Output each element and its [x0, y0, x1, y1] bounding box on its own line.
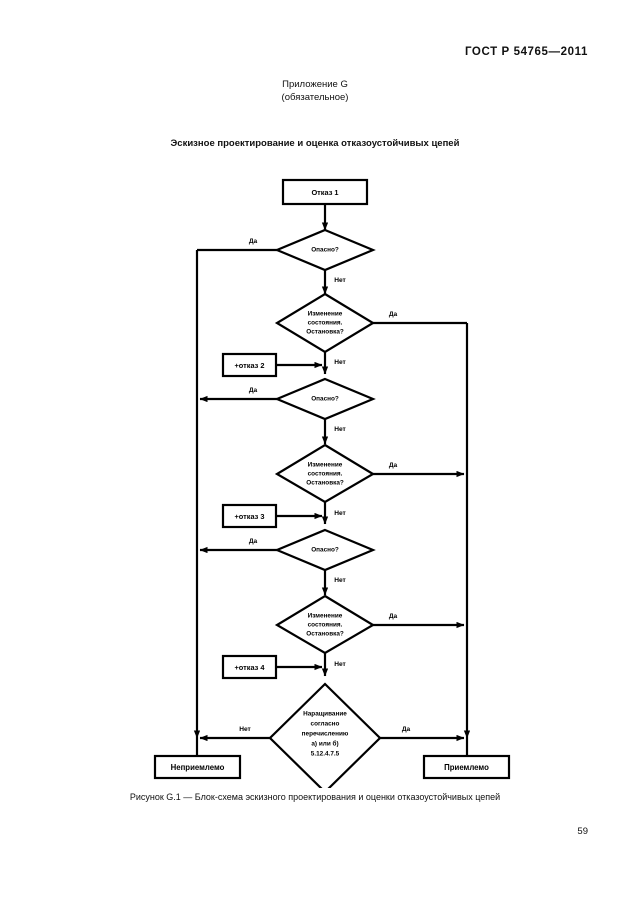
node-fault4[interactable]: +отказ 4: [221, 654, 278, 680]
node-fault2[interactable]: +отказ 2: [221, 352, 278, 378]
branch-label-danger2-yes: Да: [249, 387, 258, 394]
change2-label-line1: Изменение: [308, 462, 343, 469]
flowchart-container: Отказ 1 Опасно? Да Нет Изменение состоян…: [0, 168, 630, 788]
node-change3[interactable]: Изменение состояния. Остановка?: [274, 594, 376, 655]
page-number: 59: [577, 826, 588, 837]
fault3-box[interactable]: [221, 503, 278, 529]
growth-diamond[interactable]: [268, 682, 382, 788]
branch-label-growth-no: Нет: [239, 726, 251, 733]
branch-label-change2-no: Нет: [334, 510, 346, 517]
node-danger2[interactable]: Опасно?: [274, 377, 376, 421]
danger2-diamond[interactable]: [274, 377, 376, 421]
branch-label-danger3-yes: Да: [249, 538, 258, 545]
growth-label-line5: 5.12.4.7.5: [311, 751, 340, 758]
branch-label-danger3-no: Нет: [334, 577, 346, 584]
change1-label-line3: Остановка?: [306, 329, 344, 336]
branch-label-danger1-no: Нет: [334, 277, 346, 284]
growth-label-line1: Наращивание: [303, 711, 347, 718]
fault3-label: +отказ 3: [234, 512, 264, 521]
accept-label: Приемлемо: [444, 763, 489, 772]
change3-label-line2: состояния.: [308, 622, 343, 629]
change1-label-line2: состояния.: [308, 320, 343, 327]
change3-label-line1: Изменение: [308, 613, 343, 620]
change2-label-line3: Остановка?: [306, 480, 344, 487]
annex-heading: Приложение G (обязательное): [0, 78, 630, 104]
growth-label-line2: согласно: [311, 721, 340, 728]
branch-label-change1-no: Нет: [334, 359, 346, 366]
branch-label-growth-yes: Да: [402, 726, 411, 733]
change1-diamond[interactable]: [274, 292, 376, 354]
start-box[interactable]: [281, 178, 369, 206]
growth-label-line4: а) или б): [311, 740, 338, 748]
annex-label: Приложение G: [282, 79, 348, 90]
node-fault3[interactable]: +отказ 3: [221, 503, 278, 529]
accept-box[interactable]: [422, 754, 511, 780]
figure-caption: Рисунок G.1 — Блок-схема эскизного проек…: [129, 792, 501, 802]
branch-label-danger1-yes: Да: [249, 238, 258, 245]
change1-label-line1: Изменение: [308, 311, 343, 318]
flowchart-svg: Отказ 1 Опасно? Да Нет Изменение состоян…: [153, 178, 511, 788]
node-growth[interactable]: Наращивание согласно перечислению а) или…: [268, 682, 382, 788]
annex-status: (обязательное): [281, 92, 349, 103]
node-reject[interactable]: Неприемлемо: [153, 754, 242, 780]
flowchart-edges: [193, 204, 471, 756]
node-accept[interactable]: Приемлемо: [422, 754, 511, 780]
branch-label-change3-no: Нет: [334, 661, 346, 668]
branch-label-change1-yes: Да: [389, 311, 398, 318]
fault4-label: +отказ 4: [234, 663, 265, 672]
node-start[interactable]: Отказ 1: [281, 178, 369, 206]
node-change2[interactable]: Изменение состояния. Остановка?: [274, 443, 376, 504]
node-danger3[interactable]: Опасно?: [274, 528, 376, 572]
node-danger1[interactable]: Опасно?: [274, 228, 376, 272]
danger3-label: Опасно?: [311, 547, 339, 554]
fault2-box[interactable]: [221, 352, 278, 378]
figure-section-title: Эскизное проектирование и оценка отказоу…: [170, 138, 460, 149]
fault4-box[interactable]: [221, 654, 278, 680]
reject-box[interactable]: [153, 754, 242, 780]
start-label: Отказ 1: [311, 188, 338, 197]
change2-label-line2: состояния.: [308, 471, 343, 478]
growth-label-line3: перечислению: [302, 731, 349, 738]
danger1-diamond[interactable]: [274, 228, 376, 272]
danger1-label: Опасно?: [311, 247, 339, 254]
change3-label-line3: Остановка?: [306, 631, 344, 638]
fault2-label: +отказ 2: [234, 361, 264, 370]
reject-label: Неприемлемо: [171, 763, 225, 772]
branch-label-danger2-no: Нет: [334, 426, 346, 433]
node-change1[interactable]: Изменение состояния. Остановка?: [274, 292, 376, 354]
change3-diamond[interactable]: [274, 594, 376, 655]
branch-label-change2-yes: Да: [389, 462, 398, 469]
document-header-standard-number: ГОСТ Р 54765—2011: [464, 46, 588, 58]
danger3-diamond[interactable]: [274, 528, 376, 572]
branch-label-change3-yes: Да: [389, 613, 398, 620]
change2-diamond[interactable]: [274, 443, 376, 504]
danger2-label: Опасно?: [311, 396, 339, 403]
